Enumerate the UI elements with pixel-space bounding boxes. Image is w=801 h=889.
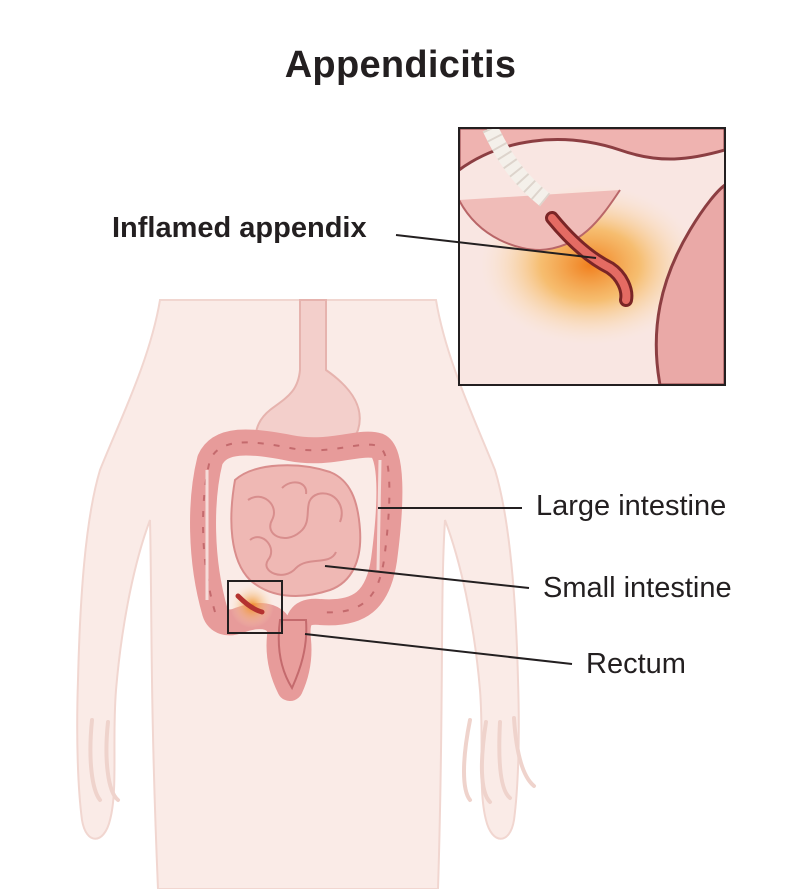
appendix-small (230, 584, 274, 628)
leader-appendix (395, 234, 597, 259)
label-small-intestine: Small intestine (543, 572, 732, 604)
small-intestine (230, 464, 362, 597)
label-rectum: Rectum (586, 648, 686, 680)
inset-zoom (458, 127, 726, 386)
leader-lines (304, 234, 597, 665)
label-inflamed-appendix: Inflamed appendix (112, 212, 367, 244)
label-large-intestine: Large intestine (536, 490, 727, 522)
leader-small-intestine (324, 565, 530, 589)
leader-rectum (304, 633, 573, 665)
zoom-box (227, 580, 283, 634)
diagram-title: Appendicitis (284, 44, 517, 86)
rectum (277, 619, 308, 691)
